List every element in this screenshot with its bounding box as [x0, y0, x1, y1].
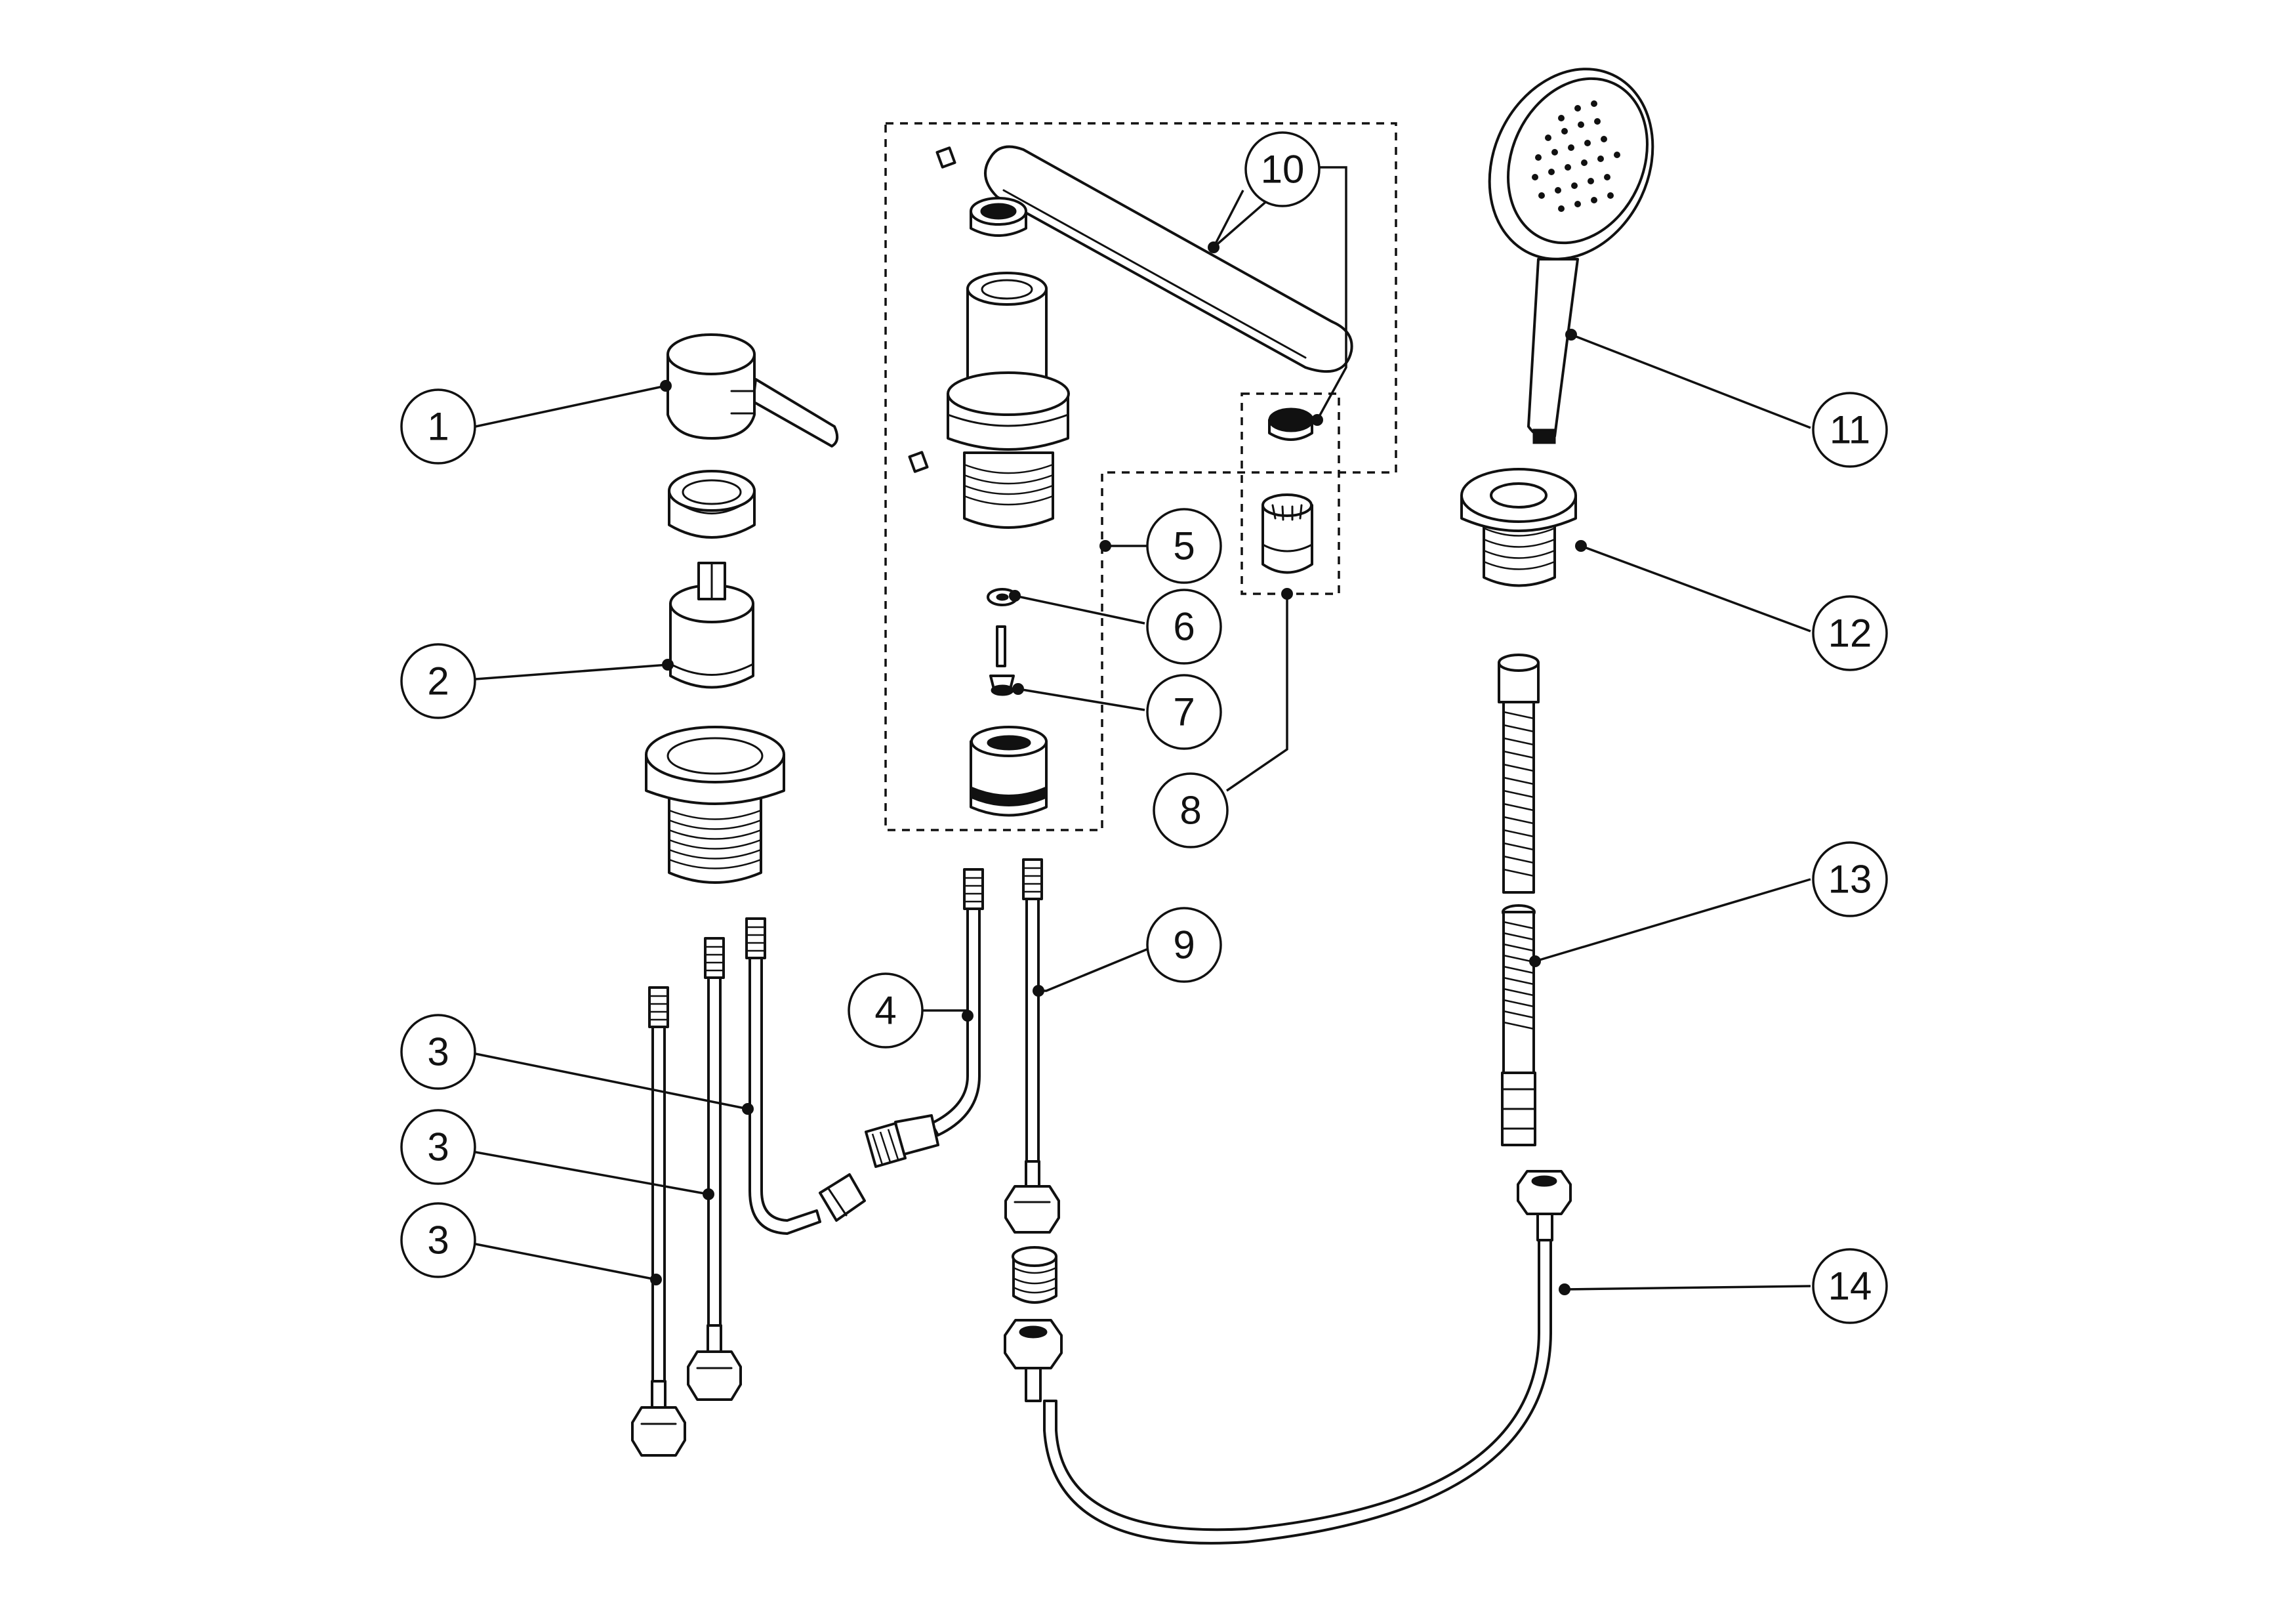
callout-10: 10 [1244, 131, 1321, 207]
lever-handle [666, 333, 839, 448]
grub-screw-lower [908, 451, 929, 473]
flexible-tail-hose-middle [687, 937, 742, 1401]
callout-7: 7 [1146, 674, 1222, 750]
spout-assembly-box [884, 122, 1397, 831]
shower-hose-upper [1498, 654, 1540, 894]
hose-guide [1460, 468, 1577, 587]
callout-label: 3 [427, 1125, 449, 1169]
callout-3-upper: 3 [400, 1014, 476, 1090]
callout-label: 5 [1173, 524, 1195, 568]
flexible-tail-hose-left [631, 986, 686, 1457]
cartridge [669, 562, 754, 689]
supply-hose-loop [1025, 1170, 1572, 1545]
aerator-holder [1261, 493, 1313, 574]
callout-4: 4 [848, 972, 924, 1049]
shower-hose-lower [1501, 904, 1536, 1146]
aerator-group-box [1240, 392, 1340, 595]
callout-label: 3 [427, 1030, 449, 1074]
callout-label: 13 [1828, 858, 1872, 902]
callout-6: 6 [1146, 589, 1222, 665]
callout-13: 13 [1812, 841, 1888, 917]
callout-label: 3 [427, 1218, 449, 1262]
callout-label: 6 [1173, 605, 1195, 649]
callout-8: 8 [1153, 772, 1229, 848]
callout-9: 9 [1146, 907, 1222, 983]
callout-11: 11 [1812, 392, 1888, 468]
aerator [1268, 407, 1314, 441]
flexible-tail-hose-bent [745, 917, 866, 1235]
callout-3-lower: 3 [400, 1202, 476, 1278]
diverter-spindle [989, 625, 1015, 696]
hose-nut [1004, 1319, 1063, 1369]
handle-shroud [668, 470, 756, 539]
callout-label: 10 [1261, 148, 1305, 192]
adaptor-nipple [1012, 1246, 1057, 1304]
callout-3-middle: 3 [400, 1109, 476, 1185]
connector-hose-bent [865, 868, 984, 1168]
diverter-body [970, 726, 1048, 817]
callout-label: 7 [1173, 690, 1195, 734]
leader-dots [650, 241, 1587, 1295]
leader-lines [472, 166, 1811, 1291]
callout-label: 11 [1830, 408, 1870, 452]
cartridge-housing [645, 726, 785, 884]
callout-label: 14 [1828, 1264, 1872, 1308]
flexible-tail-hose-right [1004, 858, 1060, 1234]
spout-seal-ring [970, 197, 1027, 237]
callout-12: 12 [1812, 595, 1888, 671]
callout-2: 2 [400, 643, 476, 719]
hand-shower [1488, 68, 1654, 444]
callout-label: 12 [1828, 612, 1872, 656]
callout-label: 1 [427, 405, 449, 449]
callout-5: 5 [1146, 508, 1222, 584]
spout-body [947, 272, 1070, 529]
callout-1: 1 [400, 388, 476, 465]
grub-screw-upper [935, 146, 956, 169]
callout-14: 14 [1812, 1248, 1888, 1324]
callout-label: 4 [874, 989, 896, 1033]
spout [984, 145, 1353, 373]
callout-label: 9 [1173, 923, 1195, 967]
callout-label: 8 [1179, 789, 1201, 833]
callout-label: 2 [427, 659, 449, 703]
